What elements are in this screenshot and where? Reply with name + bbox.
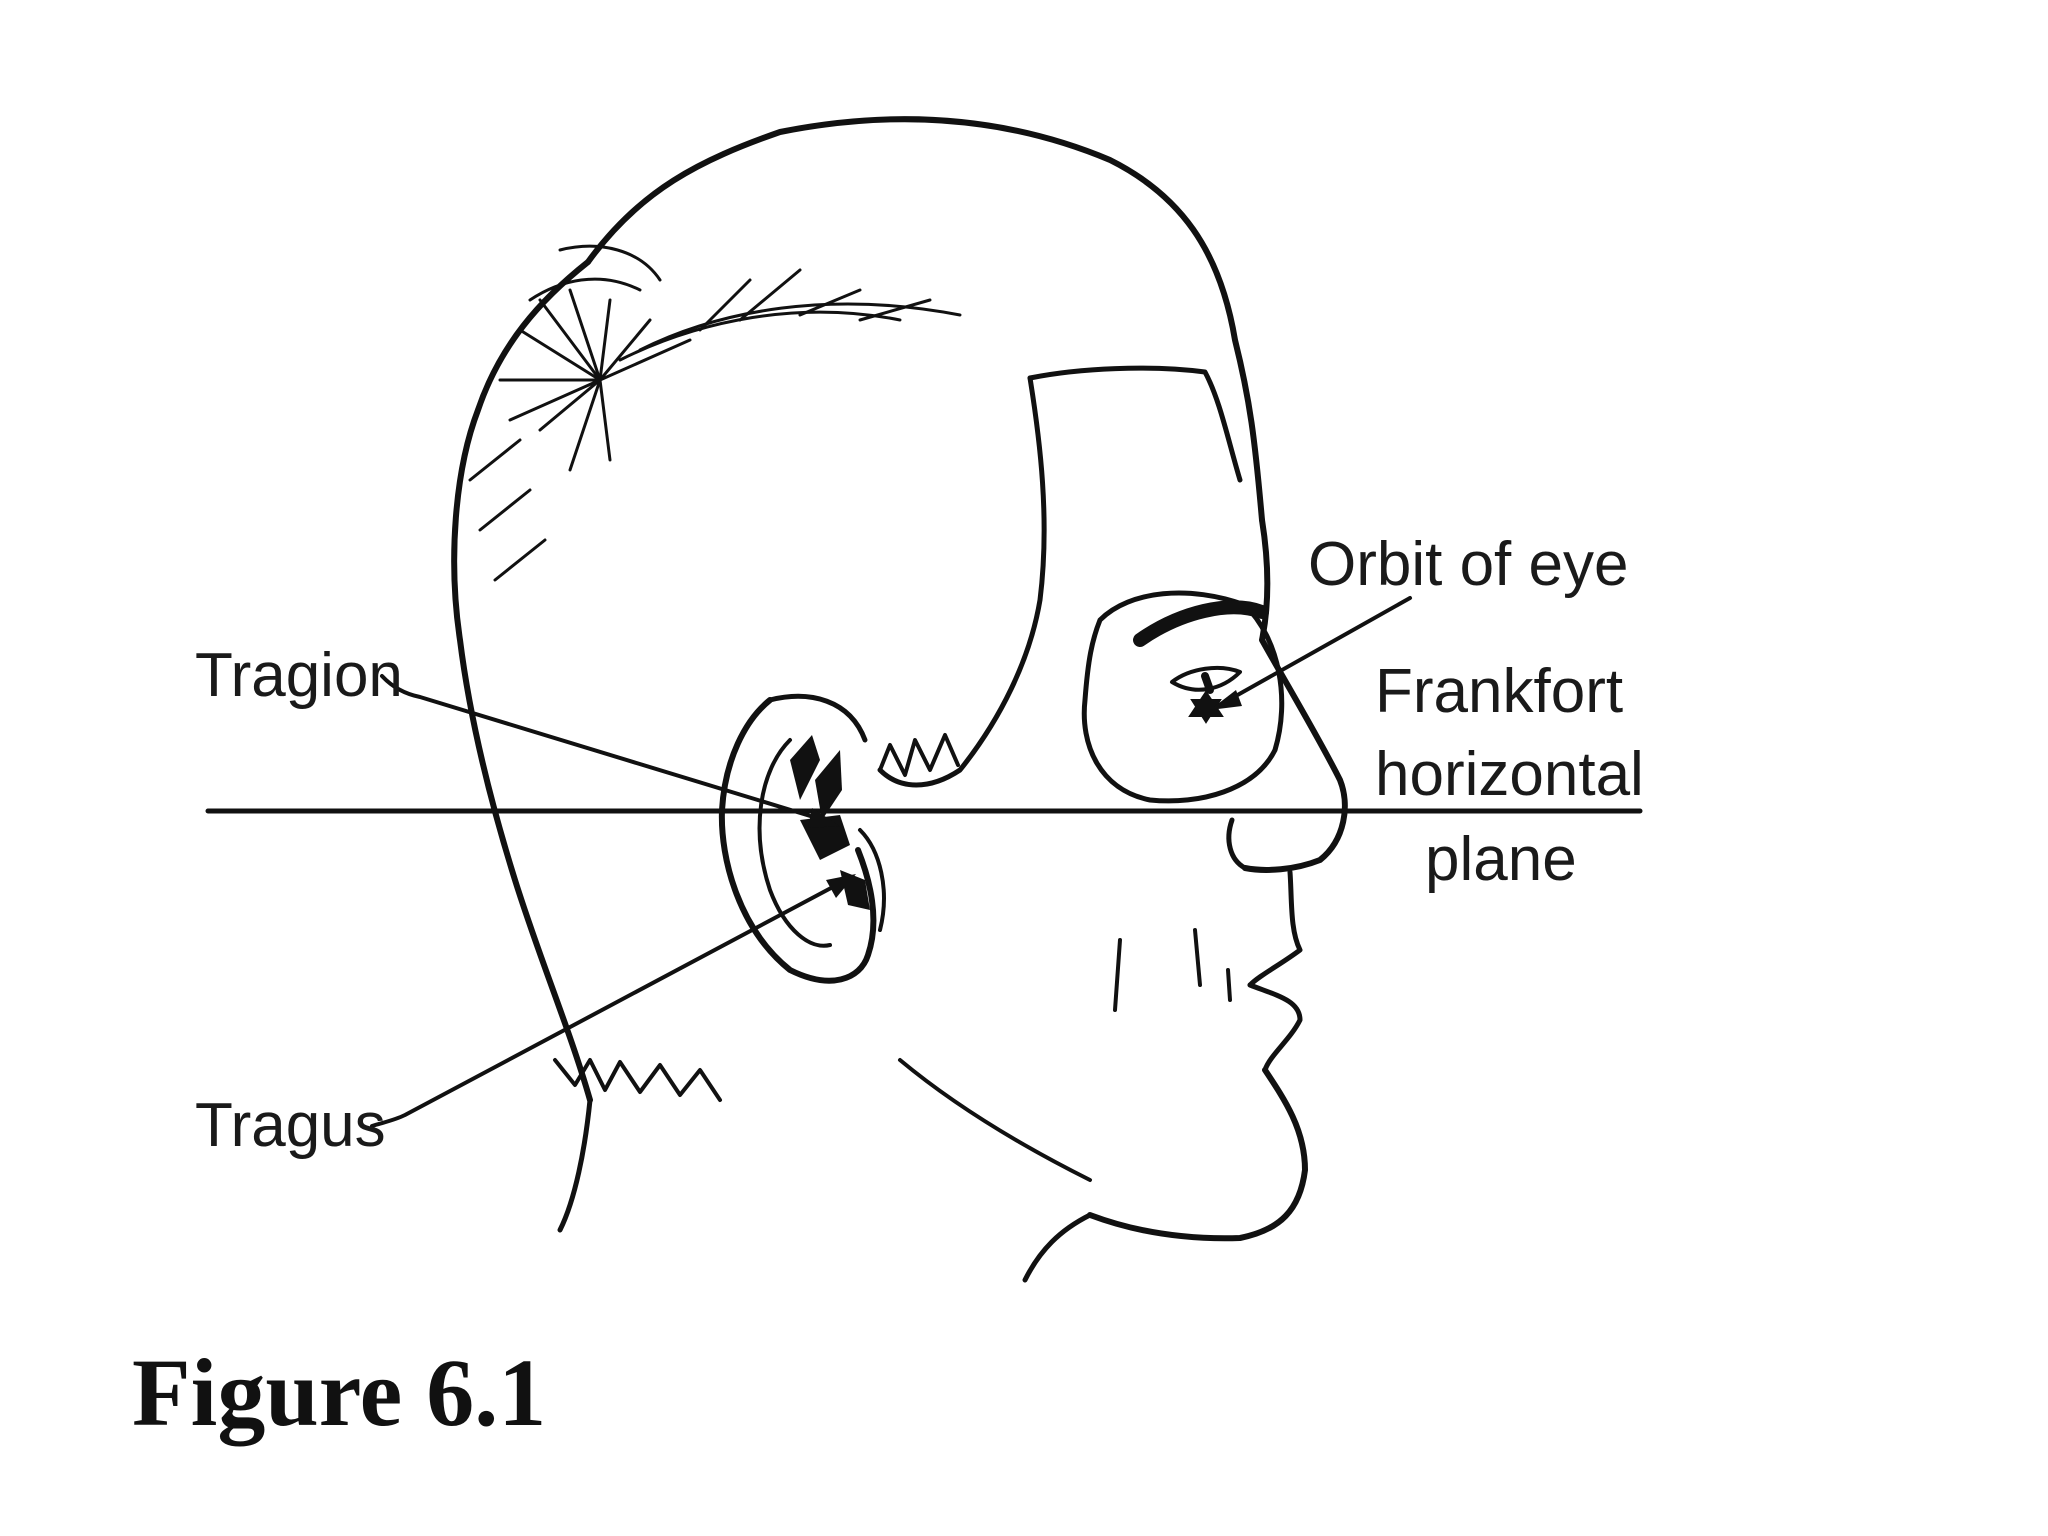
tragus-leader-line	[370, 878, 848, 1128]
hairline	[1027, 365, 1243, 483]
ear-helix-inner	[858, 828, 886, 932]
back-of-head	[451, 259, 593, 1103]
orbit-of-eye-outline	[1081, 590, 1285, 804]
neck-front	[1022, 1212, 1093, 1283]
ear-concha-shade-2	[815, 750, 842, 820]
label-orbit-of-eye: Orbit of eye	[1308, 530, 1628, 599]
temple-hairline	[877, 375, 1047, 788]
cheek-mark-1	[1113, 938, 1122, 1012]
cheek-mark-3	[1226, 968, 1232, 1002]
eye-pupil	[1201, 672, 1214, 694]
tragus-arrowhead	[826, 874, 856, 898]
orbit-marker-lower	[1190, 699, 1222, 724]
upper-lip	[1247, 869, 1303, 988]
tragion-arrowhead	[808, 808, 840, 828]
hair-strokes	[468, 244, 962, 582]
eyebrow	[1133, 600, 1269, 647]
head-outline	[585, 116, 1265, 523]
ear-inner	[757, 738, 832, 948]
orbit-leader-line	[1216, 596, 1412, 708]
neck-back	[557, 1097, 593, 1233]
label-frankfort-3: plane	[1425, 825, 1577, 894]
sideburn-jagged	[878, 733, 960, 777]
chin-jaw	[1087, 1067, 1308, 1242]
orbit-leader-arrowhead	[1210, 690, 1242, 710]
label-frankfort-1: Frankfort	[1375, 657, 1623, 726]
jaw-line	[898, 1058, 1092, 1182]
cheek-mark-2	[1193, 928, 1202, 987]
ear-outer	[718, 697, 877, 984]
label-frankfort-2: horizontal	[1375, 740, 1644, 809]
eye	[1170, 665, 1242, 692]
nape-hair	[553, 1058, 722, 1102]
tragion-leader-line	[380, 674, 832, 824]
label-tragus: Tragus	[195, 1091, 386, 1160]
nose-base	[1226, 817, 1248, 871]
ear-concha-shade	[790, 735, 820, 800]
ear-helix	[767, 693, 868, 743]
face-profile	[1242, 517, 1348, 873]
lower-lip	[1247, 982, 1303, 1073]
label-tragion: Tragion	[195, 641, 403, 710]
figure-caption: Figure 6.1	[132, 1339, 546, 1446]
